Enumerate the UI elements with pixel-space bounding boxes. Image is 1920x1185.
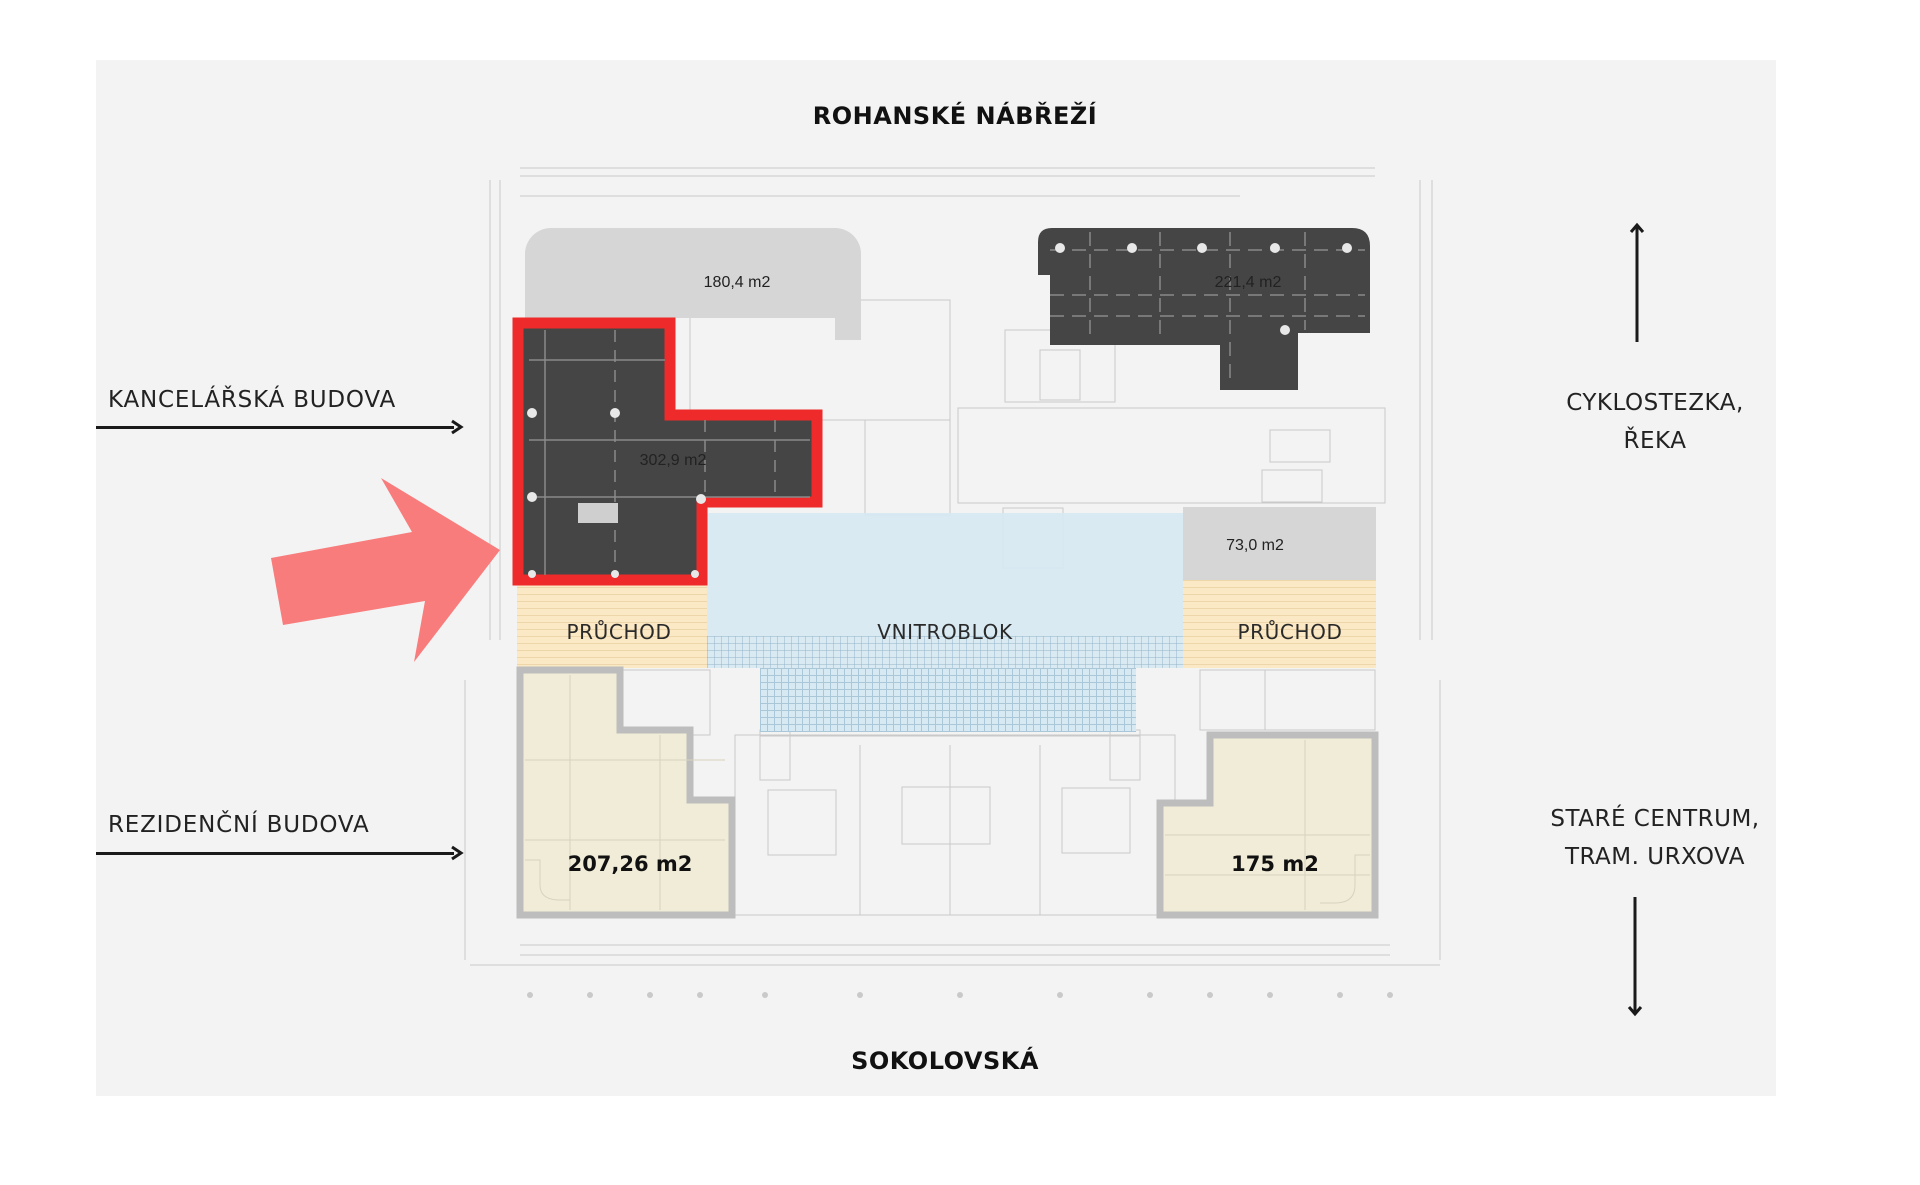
direction-up-line1: CYKLOSTEZKA,	[1566, 390, 1744, 416]
street-bottom-label: SOKOLOVSKÁ	[851, 1047, 1039, 1075]
unit-180-grey-ext	[835, 300, 861, 340]
area-label-221: 221,4 m2	[1214, 274, 1282, 291]
passage-right-zone	[1183, 580, 1376, 668]
area-label-302: 302,9 m2	[639, 452, 707, 469]
pointer-arrow-icon	[271, 478, 500, 662]
arrow-up-icon	[1629, 222, 1645, 342]
arrow-right-icon	[451, 845, 464, 861]
passage-left-zone	[517, 583, 707, 668]
unit-175-residential[interactable]	[1150, 725, 1390, 925]
direction-up-label: CYKLOSTEZKA, ŘEKA	[1566, 384, 1744, 460]
arrow-right-icon	[451, 419, 464, 435]
area-label-175: 175 m2	[1231, 852, 1319, 876]
office-building-label: KANCELÁŘSKÁ BUDOVA	[108, 387, 397, 413]
courtyard-grid-band	[707, 636, 1183, 668]
unit-221-dark[interactable]	[1030, 220, 1390, 400]
direction-down-line2: TRAM. URXOVA	[1564, 844, 1746, 870]
direction-down-label: STARÉ CENTRUM, TRAM. URXOVA	[1550, 800, 1759, 876]
office-arrow-line	[96, 426, 454, 429]
courtyard-grid-zone	[760, 668, 1136, 732]
courtyard-label: VNITROBLOK	[877, 620, 1013, 644]
street-top-label: ROHANSKÉ NÁBŘEŽÍ	[812, 102, 1098, 130]
direction-down-line1: STARÉ CENTRUM,	[1550, 806, 1760, 832]
unit-180-grey[interactable]	[525, 228, 861, 318]
unit-73-grey[interactable]	[1183, 507, 1376, 580]
area-label-180: 180,4 m2	[703, 274, 771, 291]
area-label-73: 73,0 m2	[1226, 537, 1284, 554]
residential-arrow-line	[96, 852, 454, 855]
passage-right-label: PRŮCHOD	[1237, 620, 1343, 644]
arrow-down-icon	[1627, 897, 1643, 1017]
direction-up-line2: ŘEKA	[1623, 428, 1687, 454]
residential-building-label: REZIDENČNÍ BUDOVA	[108, 812, 370, 838]
unit-207-residential[interactable]	[510, 660, 750, 925]
passage-left-label: PRŮCHOD	[566, 620, 672, 644]
unit-302-highlighted[interactable]	[505, 310, 835, 590]
area-label-207: 207,26 m2	[567, 852, 693, 876]
